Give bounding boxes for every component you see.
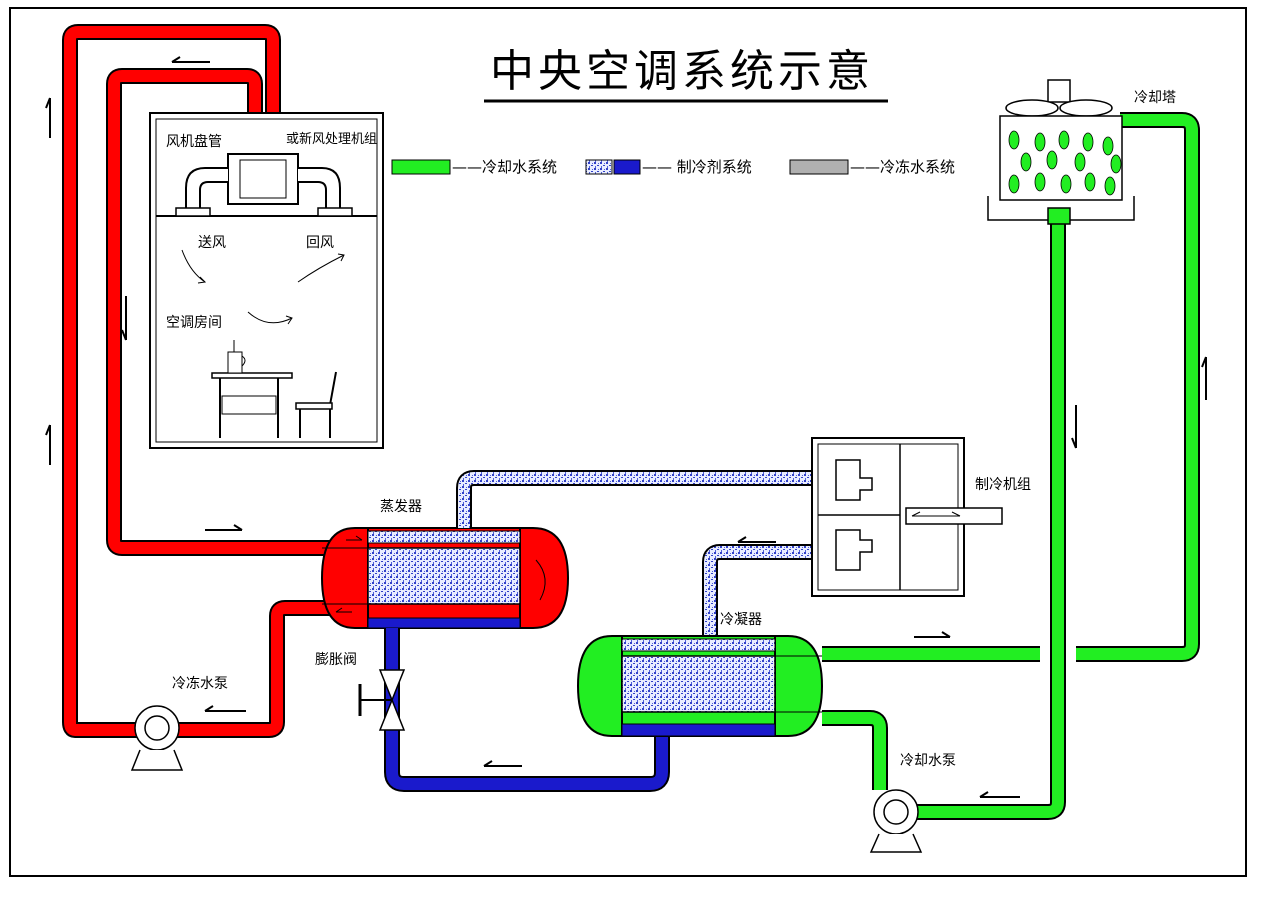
label-cooling-tower: 冷却塔 <box>1134 90 1176 106</box>
evaporator <box>320 527 570 629</box>
label-fan-coil: 风机盘管 <box>166 133 222 150</box>
ac-room <box>149 112 384 449</box>
label-return-air: 回风 <box>306 235 334 251</box>
cooling-water-flow-arrows <box>914 356 1207 798</box>
label-evaporator: 蒸发器 <box>380 499 422 515</box>
label-chilled-water-pump: 冷冻水泵 <box>172 675 228 692</box>
legend-chilled-water: ——冷冻水系统 <box>850 158 955 176</box>
chilled-water-flow-arrows <box>45 56 246 712</box>
label-supply-air: 送风 <box>198 235 226 251</box>
legend-cooling-water: ——冷却水系统 <box>452 158 557 176</box>
refrigerant-suction-line <box>456 470 840 528</box>
label-chiller: 制冷机组 <box>975 477 1031 493</box>
label-cooling-water-pump: 冷却水泵 <box>900 753 956 769</box>
label-expansion-valve: 膨胀阀 <box>315 651 357 668</box>
legend-swatch-refrigerant-liquid <box>613 159 641 175</box>
refrigerant-liquid-line <box>384 628 670 792</box>
label-fresh-air-unit: 或新风处理机组 <box>286 131 377 147</box>
chiller-unit <box>811 437 1003 597</box>
chilled-water-pipes <box>62 24 340 738</box>
legend-swatch-chilled-water <box>789 159 849 175</box>
expansion-valve <box>358 669 406 731</box>
legend: ——冷却水系统 —— 制冷剂系统 ——冷冻水系统 <box>391 158 955 176</box>
legend-swatch-cooling-water <box>391 159 451 175</box>
chilled-water-pump <box>130 705 184 771</box>
cooling-water-pump <box>869 789 923 853</box>
legend-refrigerant: —— 制冷剂系统 <box>642 158 752 176</box>
legend-swatch-refrigerant-gas <box>585 159 613 175</box>
condenser <box>576 635 824 737</box>
label-condenser: 冷凝器 <box>720 612 762 628</box>
label-ac-room: 空调房间 <box>166 315 222 331</box>
outer-frame <box>9 7 1247 877</box>
page-title: 中央空调系统示意 <box>490 46 874 97</box>
cooling-water-pipes <box>822 112 1200 820</box>
cooling-tower <box>987 79 1135 225</box>
